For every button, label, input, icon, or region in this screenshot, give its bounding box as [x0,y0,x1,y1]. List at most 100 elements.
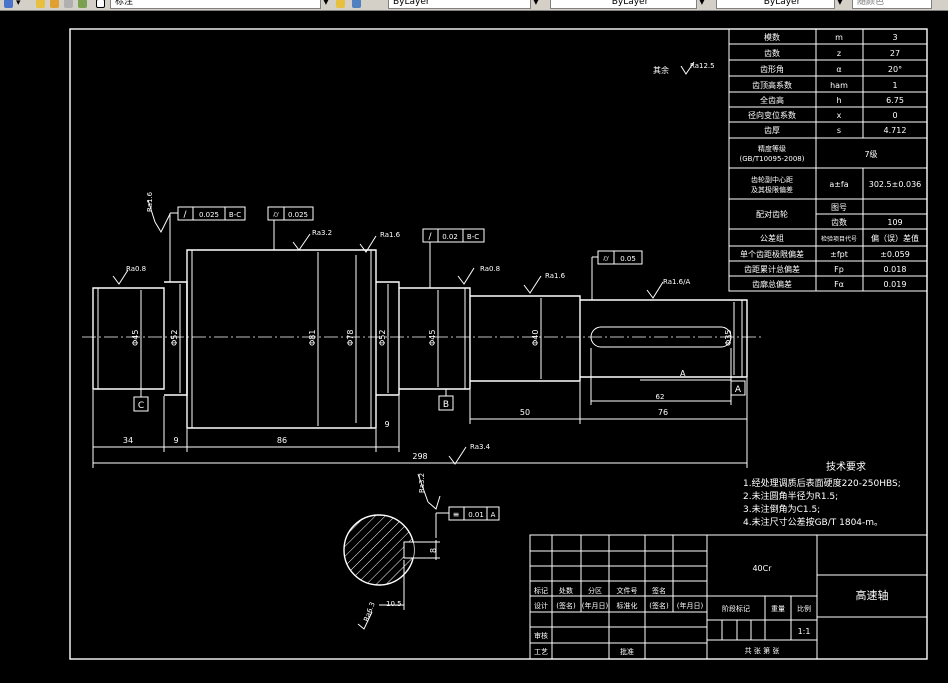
dim-len-86: 86 [277,436,287,445]
dev-sym-0: ±fpt [830,250,848,259]
dim-d52-right: Φ52 [378,330,387,346]
tb-zone: 分区 [588,586,602,595]
param-val-3: 1 [892,81,897,90]
bulb-icon[interactable] [36,0,45,8]
tolerance-group-label: 公差组 [760,233,784,243]
param-val-1: 27 [890,49,900,58]
drawing-svg[interactable]: 模数 m 3 齿数 z 27 齿形角 α 20° 齿顶高系数 ham 1 全齿高… [0,11,948,679]
key-section-view: 8 10.5 [343,514,440,610]
dev-val-1: 0.018 [884,265,907,274]
param-val-2: 20° [888,65,902,74]
dim-len-9a: 9 [173,436,178,445]
param-sym-2: α [836,65,841,74]
cylindricity-right-val: 0.05 [620,255,636,263]
ra-1-6-key: Ra1.6/A [663,278,690,286]
runout-mid-ref: B-C [467,233,479,241]
linetype-combo-arrow-icon[interactable]: ▼ [696,0,707,9]
param-val-4: 6.75 [886,96,904,105]
dim-len-62: 62 [656,393,665,401]
dim-len-9b: 9 [384,420,389,429]
lineweight-combo[interactable]: ByLayer [716,0,844,9]
dimstyle-combo[interactable]: 标注 [110,0,330,9]
dev-val-0: ±0.059 [880,250,910,259]
tb-scale: 1:1 [798,627,811,636]
dim-len-298: 298 [412,452,427,461]
color-combo[interactable]: ByLayer [388,0,540,9]
tb-file-no: 文件号 [617,586,638,595]
gdt-frames: / 0.025 B-C ⌭ 0.025 / 0.02 B-C ⌭ 0.05 ≡ … [169,206,643,538]
tb-sig2: (签名) [649,601,669,610]
technical-requirements: 技术要求 1.经处理调质后表面硬度220-250HBS; 2.未注圆角半径为R1… [743,460,901,528]
center-distance-val: 302.5±0.036 [869,180,922,189]
dev-name-0: 单个齿距极限偏差 [740,249,804,259]
tb-mark: 标记 [534,586,548,595]
dim-len-34: 34 [123,436,133,445]
cylindricity-val: 0.025 [288,211,308,219]
dev-sym-2: Fα [834,280,844,289]
color-square-icon [96,0,105,8]
color-swatch-icon[interactable] [78,0,87,8]
cylindricity-icon: ⌭ [273,210,279,219]
symmetry-icon: ≡ [453,510,460,519]
dev-name-1: 齿距累计总偏差 [744,264,800,274]
tech-item-3: 3.未注倒角为C1.5; [743,503,820,515]
datum-markers: C B A [133,380,746,412]
tb-date1: (年月日) [582,601,609,610]
sun-icon[interactable] [50,0,59,8]
param-name-4: 全齿高 [760,95,784,105]
tech-item-2: 2.未注圆角半径为R1.5; [743,490,838,502]
tb-process: 工艺 [534,648,548,656]
tb-review: 审核 [534,631,548,640]
ra-3-2-body: Ra3.2 [312,229,332,237]
layer-previous-icon[interactable] [352,0,361,8]
precision-label-1: 精度等级 [758,144,786,153]
general-roughness-label: 其余 [653,65,669,75]
lock-icon[interactable] [64,0,73,8]
dim-d81: Φ81 [308,330,317,346]
mating-teeth-val: 109 [887,218,902,227]
dim-d40: Φ40 [531,330,540,346]
tb-sign: 签名 [652,586,666,595]
param-sym-6: s [837,126,841,135]
key-depth-dim: 8 [429,548,438,553]
color-combo-arrow-icon[interactable]: ▼ [530,0,541,9]
dim-d78: Φ78 [346,330,355,346]
tolerance-group-sym: 检验项目代号 [821,235,857,243]
lineweight-combo-arrow-icon[interactable]: ▼ [834,0,845,9]
ra-1-6-shoulder: Ra1.6 [380,231,401,239]
tb-material: 40Cr [752,564,772,573]
dim-d45-left: Φ45 [131,330,140,346]
tb-date2: (年月日) [677,601,704,610]
param-sym-4: h [836,96,841,105]
tb-std: 标准化 [617,601,638,610]
plotstyle-combo[interactable]: 随颜色 [852,0,932,9]
title-block: 标记 处数 分区 文件号 签名 设计 (签名) (年月日) 标准化 (签名) (… [529,534,928,660]
tb-design: 设计 [534,601,548,610]
general-roughness-value: Ra12.5 [690,62,715,70]
dev-val-2: 0.019 [884,280,907,289]
gear-parameter-table: 模数 m 3 齿数 z 27 齿形角 α 20° 齿顶高系数 ham 1 全齿高… [728,28,928,292]
length-dimensions: 34 9 86 9 50 76 62 298 [92,348,748,468]
linetype-combo[interactable]: ByLayer [550,0,706,9]
param-sym-0: m [835,33,843,42]
toolbar-dropdown-arrow-icon[interactable]: ▾ [16,0,21,8]
drawing-canvas[interactable]: 模数 m 3 齿数 z 27 齿形角 α 20° 齿顶高系数 ham 1 全齿高… [0,11,948,679]
center-distance-label-1: 齿轮副中心距 [751,175,793,184]
dim-d52-left: Φ52 [170,330,179,346]
param-val-0: 3 [892,33,897,42]
tb-weight: 重量 [771,605,785,613]
roughness-symbols: Ra1.6 Ra3.2 Ra1.6 Ra0.8 Ra0.8 Ra1.6 Ra1.… [112,191,690,630]
dev-sym-1: Fp [834,265,844,274]
make-current-layer-icon[interactable] [336,0,345,8]
dim-len-50: 50 [520,408,530,417]
runout-left-icon: / [183,210,187,220]
tech-item-1: 1.经处理调质后表面硬度220-250HBS; [743,477,901,489]
dimstyle-combo-arrow-icon[interactable]: ▼ [320,0,331,9]
param-val-6: 4.712 [884,126,907,135]
param-name-2: 齿形角 [760,64,784,74]
layer-stack-icon[interactable] [4,0,13,8]
ra-1-6-step: Ra1.6 [545,272,566,280]
ra-0-8-mid: Ra0.8 [480,265,500,273]
tb-stage: 阶段标记 [722,604,750,613]
tolerance-group-val: 偏（误）差值 [871,233,919,243]
